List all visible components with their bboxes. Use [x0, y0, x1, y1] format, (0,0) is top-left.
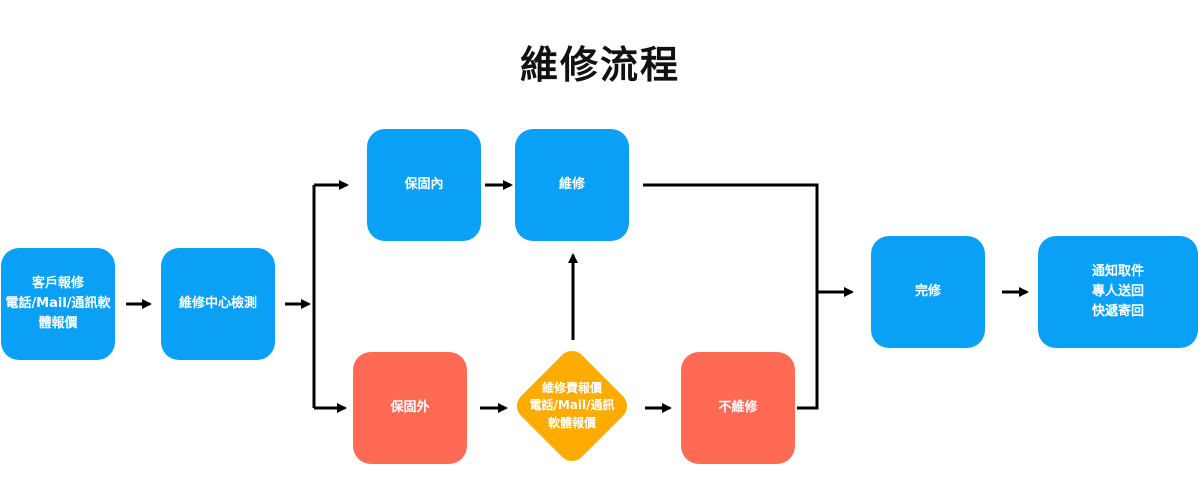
line-repair-to-merge: [643, 183, 819, 292]
node-return: 通知取件 專人送回 快遞寄回: [1038, 236, 1198, 348]
node-completed-label: 完修: [914, 283, 941, 299]
node-out-of-warranty: 保固外: [353, 352, 467, 464]
node-out-of-warranty-label: 保固外: [390, 399, 430, 415]
node-quote-decision: 維修費報價 電話/Mail/通訊 軟體報價: [511, 345, 633, 467]
line-no-repair-to-merge: [797, 292, 819, 410]
node-no-repair: 不維修: [681, 352, 795, 464]
node-return-label: 通知取件 專人送回 快遞寄回: [1091, 263, 1144, 320]
node-repair: 維修: [515, 129, 629, 241]
node-inspection: 維修中心檢測: [161, 248, 275, 360]
node-repair-label: 維修: [558, 176, 585, 192]
node-in-warranty: 保固內: [367, 129, 481, 241]
node-inspection-label: 維修中心檢測: [178, 295, 257, 311]
node-customer-report-label: 客戶報修 電話/Mail/通訊軟 體報價: [5, 275, 111, 332]
node-completed: 完修: [871, 236, 985, 348]
node-customer-report: 客戶報修 電話/Mail/通訊軟 體報價: [1, 248, 115, 360]
node-quote-label: 維修費報價 電話/Mail/通訊 軟體報價: [529, 380, 615, 430]
diagram-title: 維修流程: [519, 43, 680, 87]
node-in-warranty-label: 保固內: [404, 176, 444, 192]
node-no-repair-label: 不維修: [718, 399, 758, 415]
